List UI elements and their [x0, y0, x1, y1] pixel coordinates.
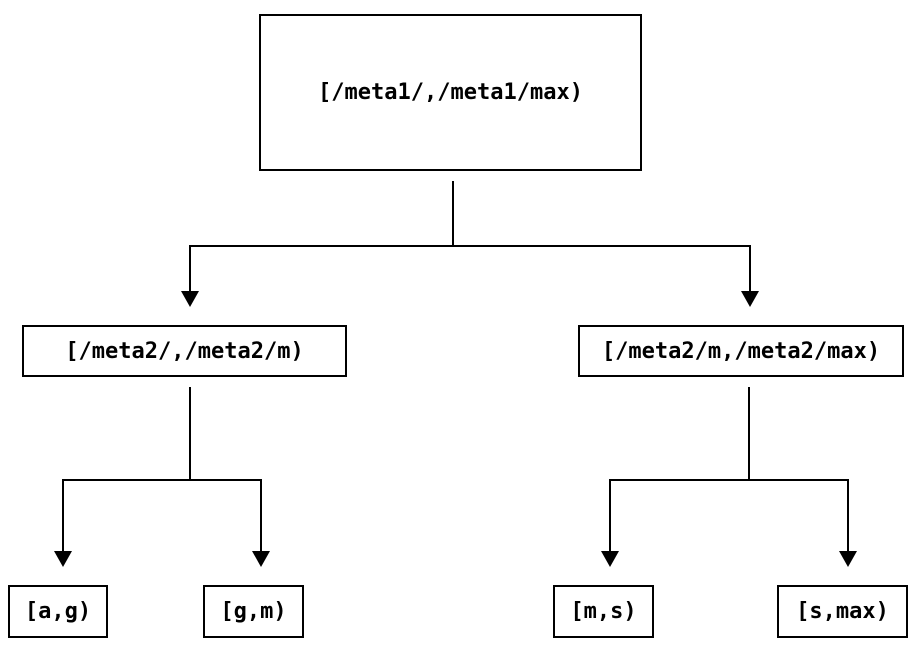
edge-meta2-low-stem-line: [189, 387, 191, 481]
edge-meta2-low-to-ag-line: [62, 479, 64, 552]
node-root-meta1-range: [/meta1/,/meta1/max): [259, 14, 642, 171]
edge-meta2-low-to-gm-line: [260, 479, 262, 552]
node-meta2-low-range: [/meta2/,/meta2/m): [22, 325, 347, 377]
edge-meta2-high-crossbar-line: [609, 479, 849, 481]
arrowhead-to-leaf-g-m: [252, 551, 270, 567]
edge-root-crossbar-line: [189, 245, 751, 247]
edge-meta2-high-stem-line: [748, 387, 750, 481]
arrowhead-to-leaf-s-max: [839, 551, 857, 567]
edge-root-to-left-line: [189, 245, 191, 292]
edge-root-stem-line: [452, 181, 454, 247]
node-meta2-high-range: [/meta2/m,/meta2/max): [578, 325, 904, 377]
arrowhead-to-meta2-low: [181, 291, 199, 307]
node-leaf-m-s: [m,s): [553, 585, 654, 638]
arrowhead-to-leaf-a-g: [54, 551, 72, 567]
node-leaf-s-max: [s,max): [777, 585, 908, 638]
node-leaf-a-g: [a,g): [8, 585, 108, 638]
arrowhead-to-meta2-high: [741, 291, 759, 307]
edge-meta2-high-to-smax-line: [847, 479, 849, 552]
arrowhead-to-leaf-m-s: [601, 551, 619, 567]
edge-meta2-low-crossbar-line: [62, 479, 262, 481]
edge-root-to-right-line: [749, 245, 751, 292]
node-leaf-g-m: [g,m): [203, 585, 304, 638]
edge-meta2-high-to-ms-line: [609, 479, 611, 552]
